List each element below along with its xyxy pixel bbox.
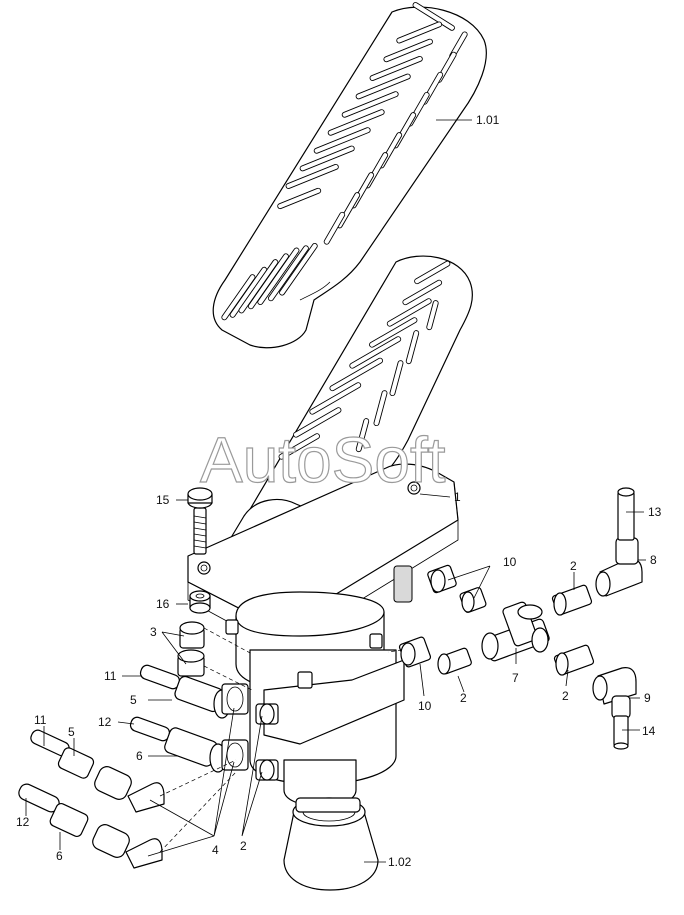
label-10-lower: 10 xyxy=(418,699,432,713)
fitting-3-upper xyxy=(179,621,205,649)
elbow-8 xyxy=(595,487,643,597)
pedal-pad-1-01 xyxy=(212,2,487,349)
label-2-upper-right: 2 xyxy=(570,559,577,573)
label-5-lower: 5 xyxy=(68,725,75,739)
label-7: 7 xyxy=(512,671,519,685)
fitting-10-lower xyxy=(398,636,432,668)
mounting-plate xyxy=(187,463,459,639)
label-12-upper: 12 xyxy=(98,715,112,729)
label-1-01: 1.01 xyxy=(476,113,500,127)
label-2-lower-left: 2 xyxy=(240,839,247,853)
nut-4-upper xyxy=(221,683,249,771)
brake-valve-body xyxy=(225,565,413,891)
bolt-15 xyxy=(187,487,213,555)
leader-lines xyxy=(25,119,646,863)
tube-12-lower xyxy=(18,783,163,869)
label-2-lower-right: 2 xyxy=(562,689,569,703)
label-8: 8 xyxy=(650,553,657,567)
tube-11-lower xyxy=(30,729,165,813)
label-4: 4 xyxy=(212,843,219,857)
watermark: AutoSoft xyxy=(199,423,446,496)
callout-labels: 1.01 1 15 16 13 8 10 2 3 11 5 12 6 11 5 … xyxy=(16,113,662,869)
label-14: 14 xyxy=(642,724,656,738)
label-2-mid: 2 xyxy=(460,691,467,705)
fitting-3-lower xyxy=(177,649,205,677)
fitting-2-mid xyxy=(437,647,472,675)
tube-12-upper xyxy=(129,716,227,773)
label-3: 3 xyxy=(150,625,157,639)
label-9: 9 xyxy=(644,691,651,705)
elbow-9 xyxy=(592,667,637,750)
alignment-lines xyxy=(159,627,403,853)
label-13: 13 xyxy=(648,505,662,519)
nut-16 xyxy=(189,590,211,614)
fitting-10-upper xyxy=(427,564,487,613)
tee-7 xyxy=(481,601,550,662)
label-6-lower: 6 xyxy=(56,849,63,863)
label-11-upper: 11 xyxy=(104,669,117,683)
label-15: 15 xyxy=(156,493,170,507)
fitting-2-upper-right xyxy=(551,584,593,616)
label-6-upper: 6 xyxy=(136,749,143,763)
lower-cup-1-02 xyxy=(283,797,379,891)
label-10-upper: 10 xyxy=(503,555,517,569)
label-1: 1 xyxy=(454,490,461,504)
fitting-2-lower-right xyxy=(553,644,595,676)
label-5-upper: 5 xyxy=(130,693,137,707)
label-16: 16 xyxy=(156,597,170,611)
label-12-lower: 12 xyxy=(16,815,30,829)
watermark-text: AutoSoft xyxy=(200,424,446,496)
label-11-lower: 11 xyxy=(34,713,47,727)
label-1-02: 1.02 xyxy=(388,855,412,869)
